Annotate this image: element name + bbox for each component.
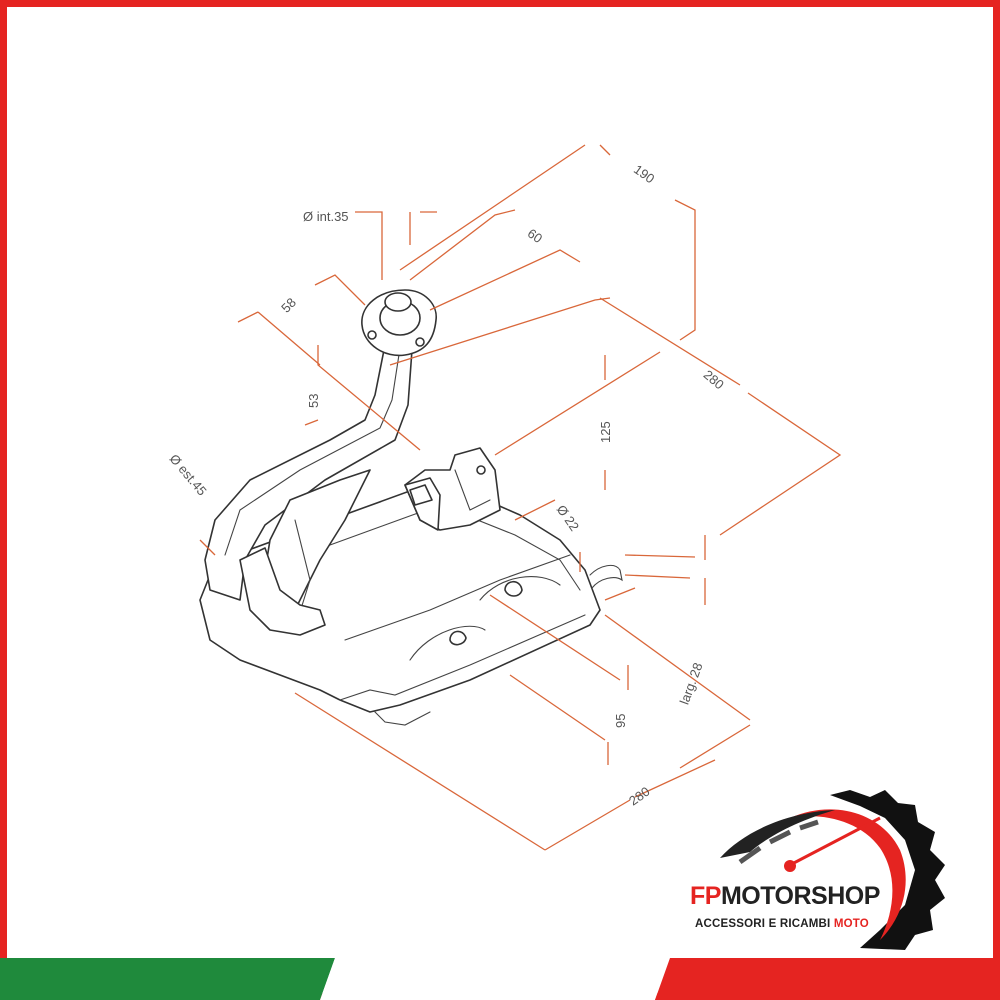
dim-ext-diameter: Ø est.45 [167, 451, 210, 498]
brand-tagline: ACCESSORI E RICAMBI MOTO [695, 918, 915, 930]
dim-190: 190 [631, 162, 657, 187]
brand-fp: FP [690, 882, 721, 910]
header-pipe [204, 344, 413, 636]
dim-95: 95 [613, 714, 628, 728]
brand-motorshop: MOTORSHOP [720, 882, 880, 910]
inlet-flange [361, 289, 437, 357]
italian-flag-stripe [0, 958, 1000, 1000]
dim-280-top: 280 [701, 367, 727, 392]
dim-53: 53 [306, 394, 321, 408]
dim-22: Ø 22 [554, 502, 582, 534]
dimension-lines [199, 144, 842, 851]
dim-58: 58 [278, 295, 299, 316]
tagline-main: ACCESSORI E RICAMBI [695, 918, 834, 930]
dim-int-diameter: Ø int.35 [303, 209, 349, 224]
dim-width-28: larg. 28 [677, 661, 706, 707]
fpmotorshop-wordmark: FPMOTORSHOP [690, 882, 900, 911]
dim-280-bottom: 280 [626, 784, 652, 809]
mounting-bracket [404, 447, 501, 531]
fpmotorshop-logo-emblem [720, 790, 945, 950]
tagline-accent: MOTO [833, 918, 869, 930]
dim-125: 125 [598, 421, 613, 443]
dim-60: 60 [525, 226, 545, 247]
